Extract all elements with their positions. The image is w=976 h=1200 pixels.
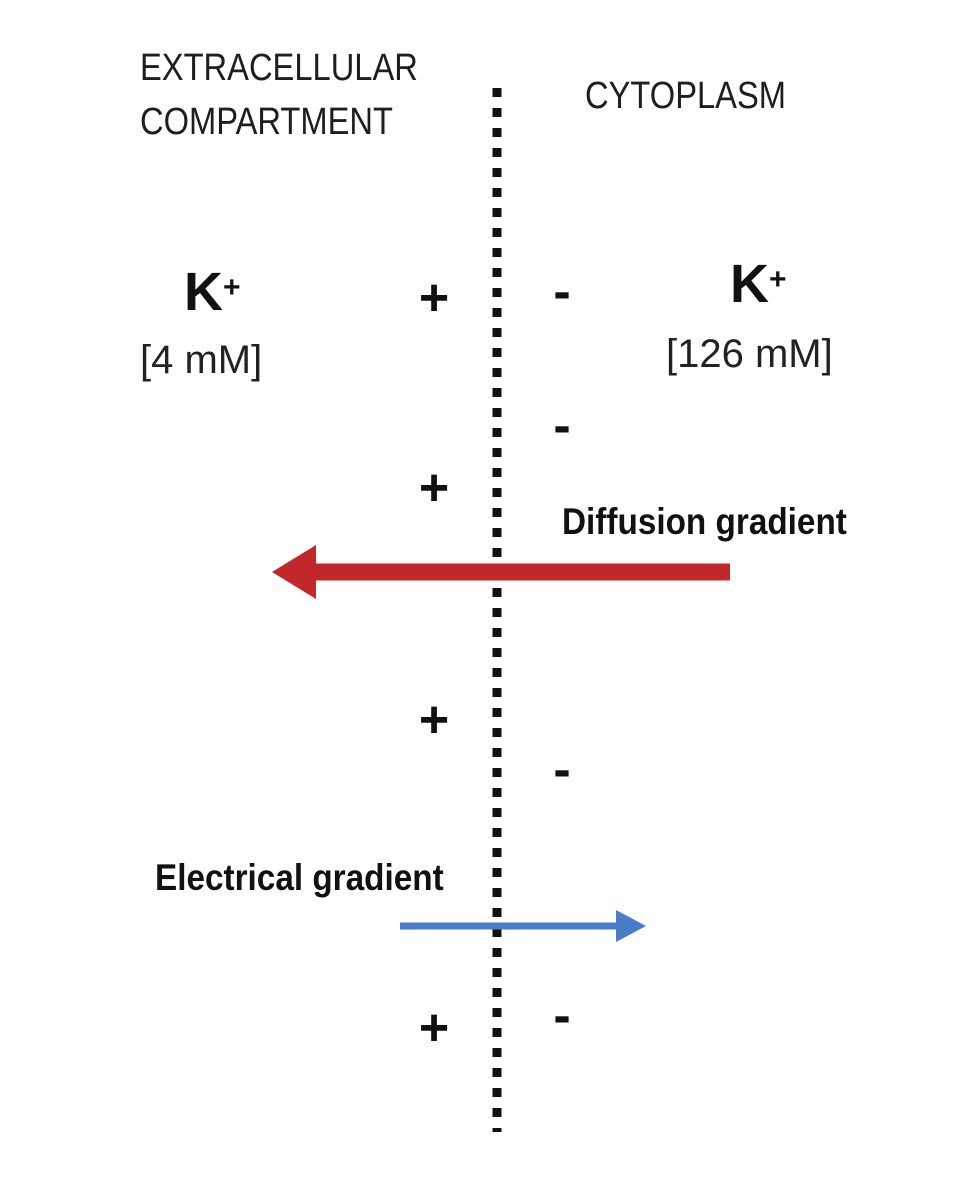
electrical-arrowhead-icon [616, 910, 646, 942]
negative-charge: - [553, 397, 571, 455]
extracellular-ion-label: K+ [184, 262, 241, 322]
negative-charge: - [553, 987, 571, 1045]
cytoplasm-ion-label: K+ [730, 254, 787, 314]
positive-charge: + [418, 691, 450, 749]
ion-charge: + [769, 263, 787, 296]
ion-symbol: K [184, 262, 223, 322]
positive-charge: + [418, 459, 450, 517]
electrical-gradient-arrow [400, 910, 646, 942]
ion-charge: + [223, 271, 241, 304]
ion-symbol: K [730, 254, 769, 314]
cytoplasm-label: CYTOPLASM [585, 75, 786, 117]
extracellular-label-line1: EXTRACELLULAR [140, 47, 418, 89]
positive-charge: + [418, 999, 450, 1057]
extracellular-concentration: [4 mM] [140, 338, 263, 382]
cytoplasm-concentration: [126 mM] [666, 332, 833, 376]
positive-charge: + [418, 269, 450, 327]
extracellular-label-line2: COMPARTMENT [140, 101, 393, 143]
diffusion-gradient-arrow [272, 545, 730, 599]
negative-charge: - [553, 741, 571, 799]
negative-charge: - [553, 263, 571, 321]
electrical-gradient-label: Electrical gradient [155, 857, 444, 898]
diffusion-arrowhead-icon [272, 545, 316, 599]
diffusion-gradient-label: Diffusion gradient [562, 501, 847, 542]
